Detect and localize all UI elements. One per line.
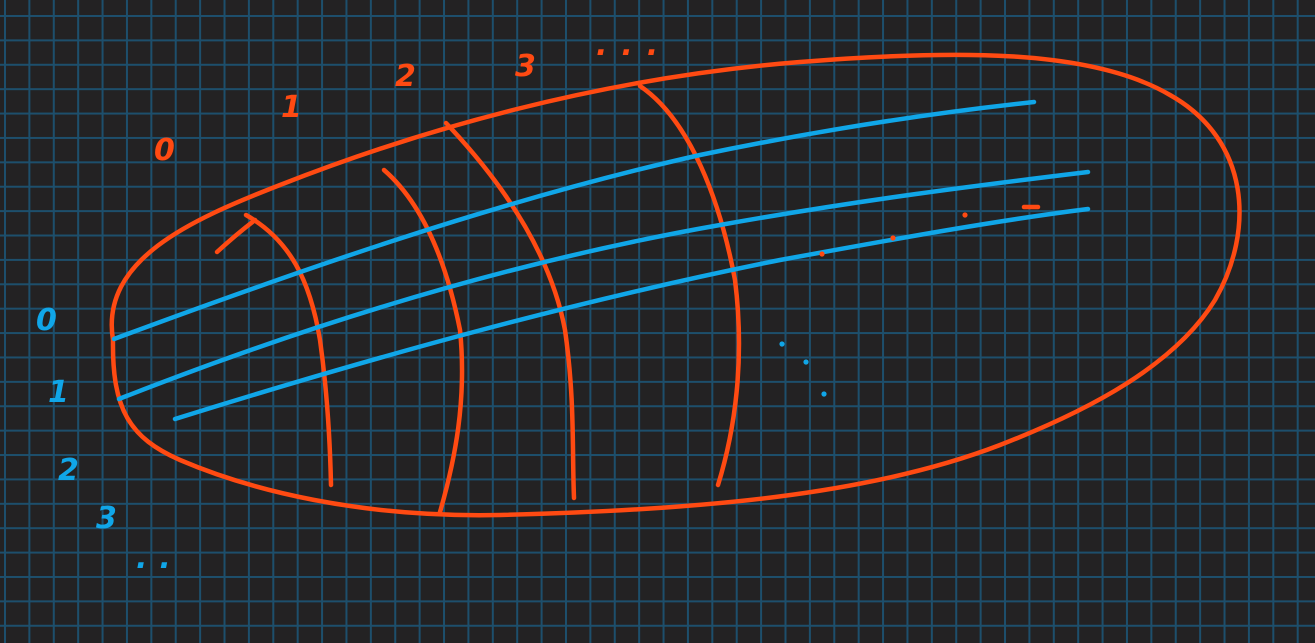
top-label-1: 1 <box>281 90 302 125</box>
side-ellipsis: .. <box>136 541 183 576</box>
orange-dot <box>890 235 896 241</box>
side-label-0: 0 <box>36 303 57 338</box>
orange-vertical-curve-1 <box>243 212 334 488</box>
orange-dot <box>819 251 825 257</box>
blue-dot <box>803 359 809 365</box>
top-ellipsis: ... <box>596 28 672 63</box>
top-label-2: 2 <box>395 59 416 94</box>
orange-vertical-curve-2 <box>381 167 465 515</box>
side-label-1: 1 <box>48 375 69 410</box>
blue-curve-2 <box>116 169 1091 402</box>
side-label-2: 2 <box>58 453 79 488</box>
top-label-3: 3 <box>515 49 536 84</box>
ellipse-start-hook <box>214 217 258 255</box>
outer-ellipse <box>109 52 1242 518</box>
orange-vertical-curve-3 <box>443 120 577 501</box>
orange-dot <box>962 212 968 218</box>
blue-curve-3 <box>172 206 1091 422</box>
orange-vertical-curve-4 <box>637 83 742 488</box>
top-label-0: 0 <box>154 133 175 168</box>
blue-curve-1 <box>111 99 1037 342</box>
blue-dot <box>779 341 785 347</box>
blue-dot <box>821 391 827 397</box>
side-label-3: 3 <box>96 501 117 536</box>
